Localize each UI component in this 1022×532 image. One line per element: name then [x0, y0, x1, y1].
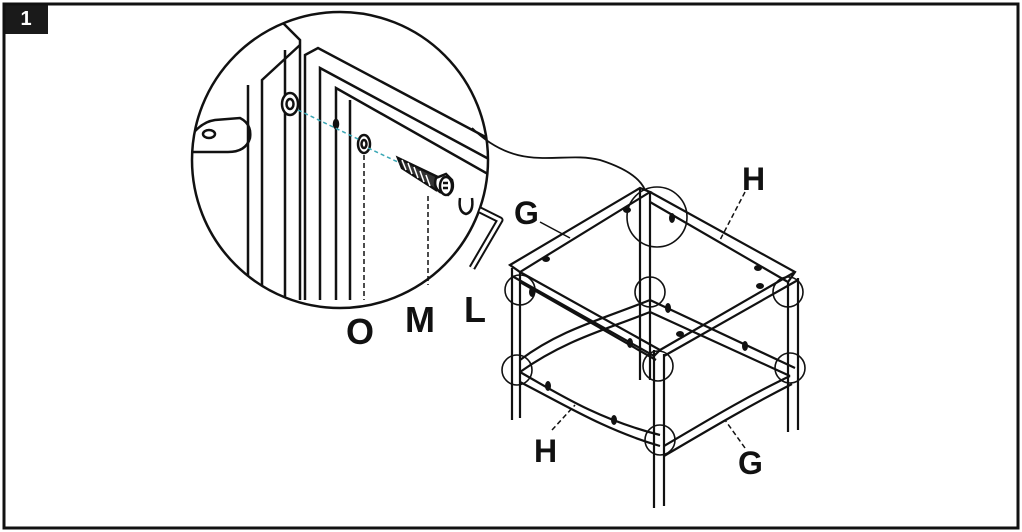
frame-hardware — [529, 207, 764, 425]
bottom-rail-g — [663, 375, 791, 447]
label-l: L — [464, 289, 486, 330]
leader-h-bottom — [551, 404, 576, 431]
washer-left-icon — [280, 91, 300, 117]
detail-corner-tab — [192, 116, 252, 154]
step-number-badge: 1 — [4, 4, 48, 34]
label-m: M — [405, 299, 435, 340]
label-h-bottom: H — [534, 433, 557, 469]
leader-g-bottom — [724, 419, 746, 449]
leader-h-top — [719, 191, 746, 241]
leader-g-top — [539, 221, 571, 239]
joint-circles — [501, 186, 806, 456]
u-washer-icon — [458, 197, 474, 216]
leg-front-right — [652, 350, 666, 508]
zoom-leader-line — [471, 127, 646, 191]
top-rail-h — [649, 191, 797, 284]
zoom-detail — [190, 10, 490, 310]
bottom-rail-h — [519, 371, 661, 437]
leg-front-left — [510, 268, 522, 420]
zoom-circle-icon — [190, 10, 490, 310]
lock-washer-icon — [356, 133, 372, 155]
label-g-top: G — [514, 195, 539, 231]
label-o: O — [346, 311, 374, 352]
label-g-bottom: G — [738, 445, 763, 481]
joint-circle-top — [626, 186, 688, 248]
label-h-top: H — [742, 161, 765, 197]
detail-leg-left-outer — [279, 19, 302, 300]
bolt-icon — [395, 155, 455, 197]
